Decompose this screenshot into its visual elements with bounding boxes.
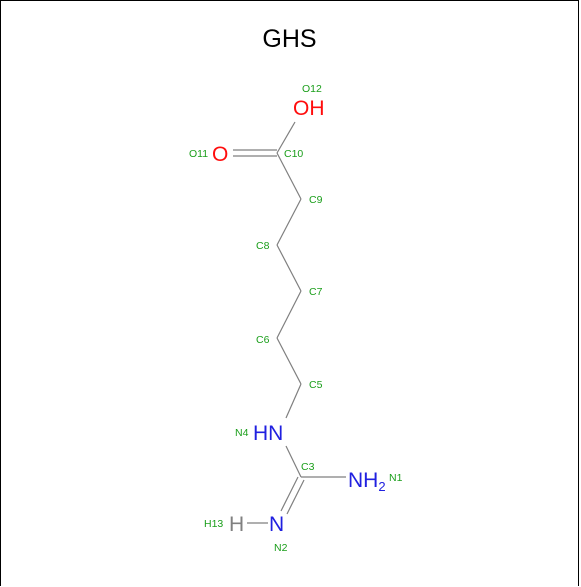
atom-o12-symbol: OH [293, 97, 325, 120]
atom-n4-label: N4 [235, 427, 249, 439]
bond-c10-o12 [276, 121, 296, 154]
bond-c7-c6 [276, 290, 302, 339]
atom-c8-label: C8 [256, 240, 270, 252]
bonds [233, 121, 346, 524]
atom-c6-label: C6 [256, 334, 270, 346]
atom-o11-label: O11 [189, 148, 208, 160]
atom-c5-label: C5 [309, 379, 323, 391]
atom-h13-label: H13 [204, 518, 223, 530]
molecule-title: GHS [262, 25, 317, 53]
atom-n1-symbol: NH2 [348, 469, 386, 494]
bond-c3-n2-a [280, 476, 299, 512]
bond-c3-n2-b [286, 479, 305, 515]
bond-c10-c9 [276, 152, 302, 200]
atom-c7-label: C7 [309, 286, 323, 298]
atom-c9-label: C9 [309, 194, 323, 206]
atom-n2-label: N2 [274, 542, 288, 554]
atom-o11-symbol: O [212, 143, 228, 166]
bond-c8-c7 [276, 244, 302, 292]
bond-c9-c8 [276, 198, 302, 246]
atom-n1-symbol-main: NH [348, 469, 378, 492]
atom-c3-label: C3 [301, 461, 315, 473]
atom-c10-label: C10 [284, 148, 303, 160]
atom-o12-label: O12 [302, 83, 322, 95]
bond-c5-n4 [285, 383, 302, 419]
atom-n1-subscript: 2 [378, 479, 385, 494]
atom-h13-symbol: H [229, 513, 244, 536]
atom-n4-symbol: HN [253, 422, 283, 445]
bond-c6-c5 [276, 337, 302, 385]
atom-n1-label: N1 [389, 472, 403, 484]
bond-n4-c3 [285, 445, 302, 478]
atom-n2-symbol: N [269, 513, 284, 536]
